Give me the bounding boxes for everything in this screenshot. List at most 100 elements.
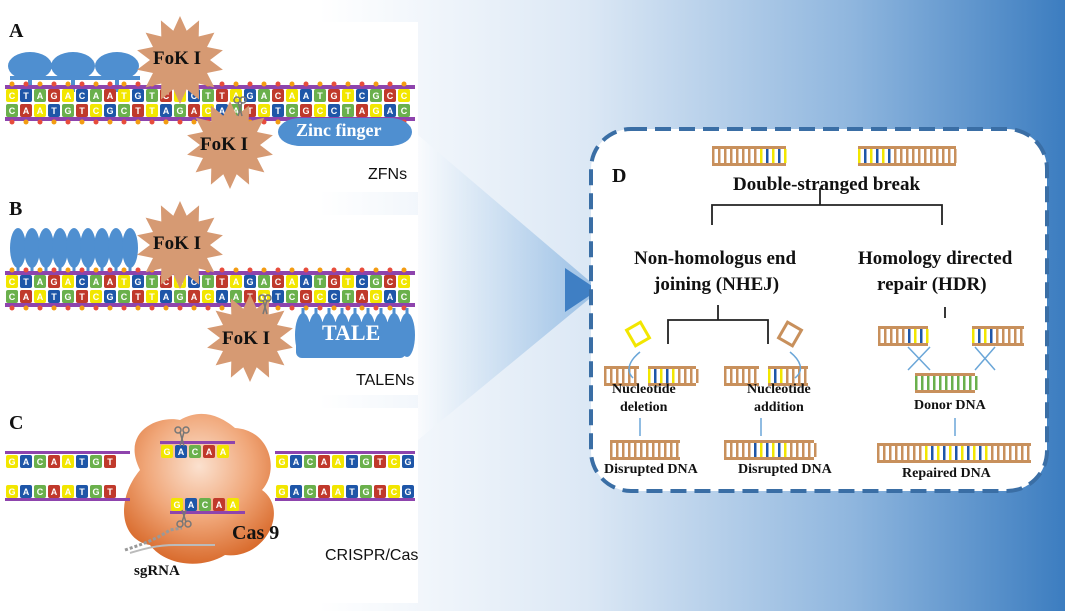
svg-text:A: A bbox=[37, 292, 44, 302]
svg-text:A: A bbox=[387, 292, 394, 302]
svg-text:C: C bbox=[401, 277, 408, 287]
svg-text:G: G bbox=[134, 91, 141, 101]
svg-text:G: G bbox=[246, 91, 253, 101]
svg-text:T: T bbox=[107, 487, 113, 497]
svg-text:T: T bbox=[349, 457, 355, 467]
svg-text:A: A bbox=[321, 457, 328, 467]
fok-i-top-icon bbox=[137, 16, 223, 104]
disrupted-dna-1: Disrupted DNA bbox=[604, 462, 698, 477]
svg-text:A: A bbox=[233, 106, 240, 116]
svg-text:G: G bbox=[404, 457, 411, 467]
svg-text:G: G bbox=[50, 277, 57, 287]
fok-i-top-label-b: FoK I bbox=[153, 233, 202, 254]
dsb-title: Double-stranged break bbox=[733, 174, 921, 195]
svg-text:T: T bbox=[149, 91, 155, 101]
svg-text:A: A bbox=[37, 106, 44, 116]
svg-text:A: A bbox=[303, 91, 310, 101]
tale-label: TALE bbox=[322, 320, 381, 345]
svg-text:T: T bbox=[317, 277, 323, 287]
svg-text:G: G bbox=[330, 277, 337, 287]
svg-text:A: A bbox=[178, 447, 185, 457]
svg-text:G: G bbox=[404, 487, 411, 497]
svg-text:C: C bbox=[121, 292, 128, 302]
svg-text:A: A bbox=[216, 500, 223, 510]
svg-text:A: A bbox=[335, 457, 342, 467]
scissors-icon bbox=[174, 426, 192, 528]
svg-text:C: C bbox=[191, 277, 198, 287]
svg-text:A: A bbox=[51, 487, 58, 497]
svg-text:A: A bbox=[233, 91, 240, 101]
svg-text:C: C bbox=[37, 487, 44, 497]
svg-text:C: C bbox=[359, 91, 366, 101]
panel-d-repair bbox=[589, 127, 1049, 493]
svg-text:T: T bbox=[149, 106, 155, 116]
fok-i-bottom-label-a: FoK I bbox=[200, 134, 249, 155]
svg-text:C: C bbox=[9, 277, 16, 287]
svg-text:A: A bbox=[261, 277, 268, 287]
svg-text:C: C bbox=[331, 106, 338, 116]
svg-text:G: G bbox=[278, 457, 285, 467]
svg-text:G: G bbox=[8, 457, 15, 467]
panel-d-border bbox=[589, 127, 1049, 493]
svg-text:A: A bbox=[289, 91, 296, 101]
svg-text:T: T bbox=[23, 91, 29, 101]
svg-text:G: G bbox=[278, 487, 285, 497]
panel-a-letter: A bbox=[9, 20, 24, 42]
sgrna-label: sgRNA bbox=[134, 563, 180, 579]
svg-text:T: T bbox=[275, 106, 281, 116]
svg-text:A: A bbox=[359, 106, 366, 116]
scissors-icon bbox=[258, 294, 272, 315]
svg-text:G: G bbox=[246, 277, 253, 287]
svg-text:C: C bbox=[391, 487, 398, 497]
svg-text:G: G bbox=[372, 106, 379, 116]
svg-text:T: T bbox=[317, 91, 323, 101]
svg-text:T: T bbox=[205, 91, 211, 101]
svg-text:A: A bbox=[23, 292, 30, 302]
svg-text:T: T bbox=[149, 292, 155, 302]
svg-text:A: A bbox=[303, 277, 310, 287]
svg-text:C: C bbox=[121, 106, 128, 116]
svg-text:T: T bbox=[247, 106, 253, 116]
svg-text:G: G bbox=[362, 487, 369, 497]
svg-text:C: C bbox=[275, 277, 282, 287]
svg-text:A: A bbox=[233, 292, 240, 302]
svg-text:T: T bbox=[121, 277, 127, 287]
svg-text:C: C bbox=[359, 277, 366, 287]
pathway-lines bbox=[667, 188, 946, 344]
svg-text:T: T bbox=[219, 91, 225, 101]
svg-text:G: G bbox=[260, 292, 267, 302]
svg-text:C: C bbox=[401, 91, 408, 101]
svg-text:A: A bbox=[188, 500, 195, 510]
svg-text:G: G bbox=[92, 487, 99, 497]
zinc-finger-domains-bottom bbox=[278, 118, 412, 146]
svg-text:A: A bbox=[107, 91, 114, 101]
svg-text:T: T bbox=[345, 91, 351, 101]
svg-text:A: A bbox=[230, 500, 237, 510]
svg-text:G: G bbox=[330, 91, 337, 101]
svg-text:A: A bbox=[65, 487, 72, 497]
svg-text:A: A bbox=[65, 91, 72, 101]
svg-text:C: C bbox=[93, 106, 100, 116]
svg-text:C: C bbox=[307, 487, 314, 497]
svg-text:C: C bbox=[93, 292, 100, 302]
svg-text:A: A bbox=[293, 487, 300, 497]
svg-text:G: G bbox=[92, 457, 99, 467]
svg-text:A: A bbox=[191, 292, 198, 302]
addition-line2: addition bbox=[754, 400, 804, 415]
focus-beam bbox=[418, 135, 600, 440]
svg-text:C: C bbox=[9, 292, 16, 302]
svg-text:A: A bbox=[23, 457, 30, 467]
svg-text:C: C bbox=[401, 106, 408, 116]
sgrna-strand-2 bbox=[129, 544, 215, 554]
disrupted-dna-2: Disrupted DNA bbox=[738, 462, 832, 477]
svg-text:T: T bbox=[79, 292, 85, 302]
hdr-title-line1: Homology directed bbox=[858, 248, 1013, 269]
svg-text:A: A bbox=[163, 292, 170, 302]
svg-text:G: G bbox=[106, 292, 113, 302]
svg-text:C: C bbox=[163, 91, 170, 101]
svg-text:G: G bbox=[176, 292, 183, 302]
svg-text:T: T bbox=[377, 487, 383, 497]
svg-text:A: A bbox=[93, 277, 100, 287]
svg-text:C: C bbox=[79, 91, 86, 101]
svg-text:G: G bbox=[106, 106, 113, 116]
